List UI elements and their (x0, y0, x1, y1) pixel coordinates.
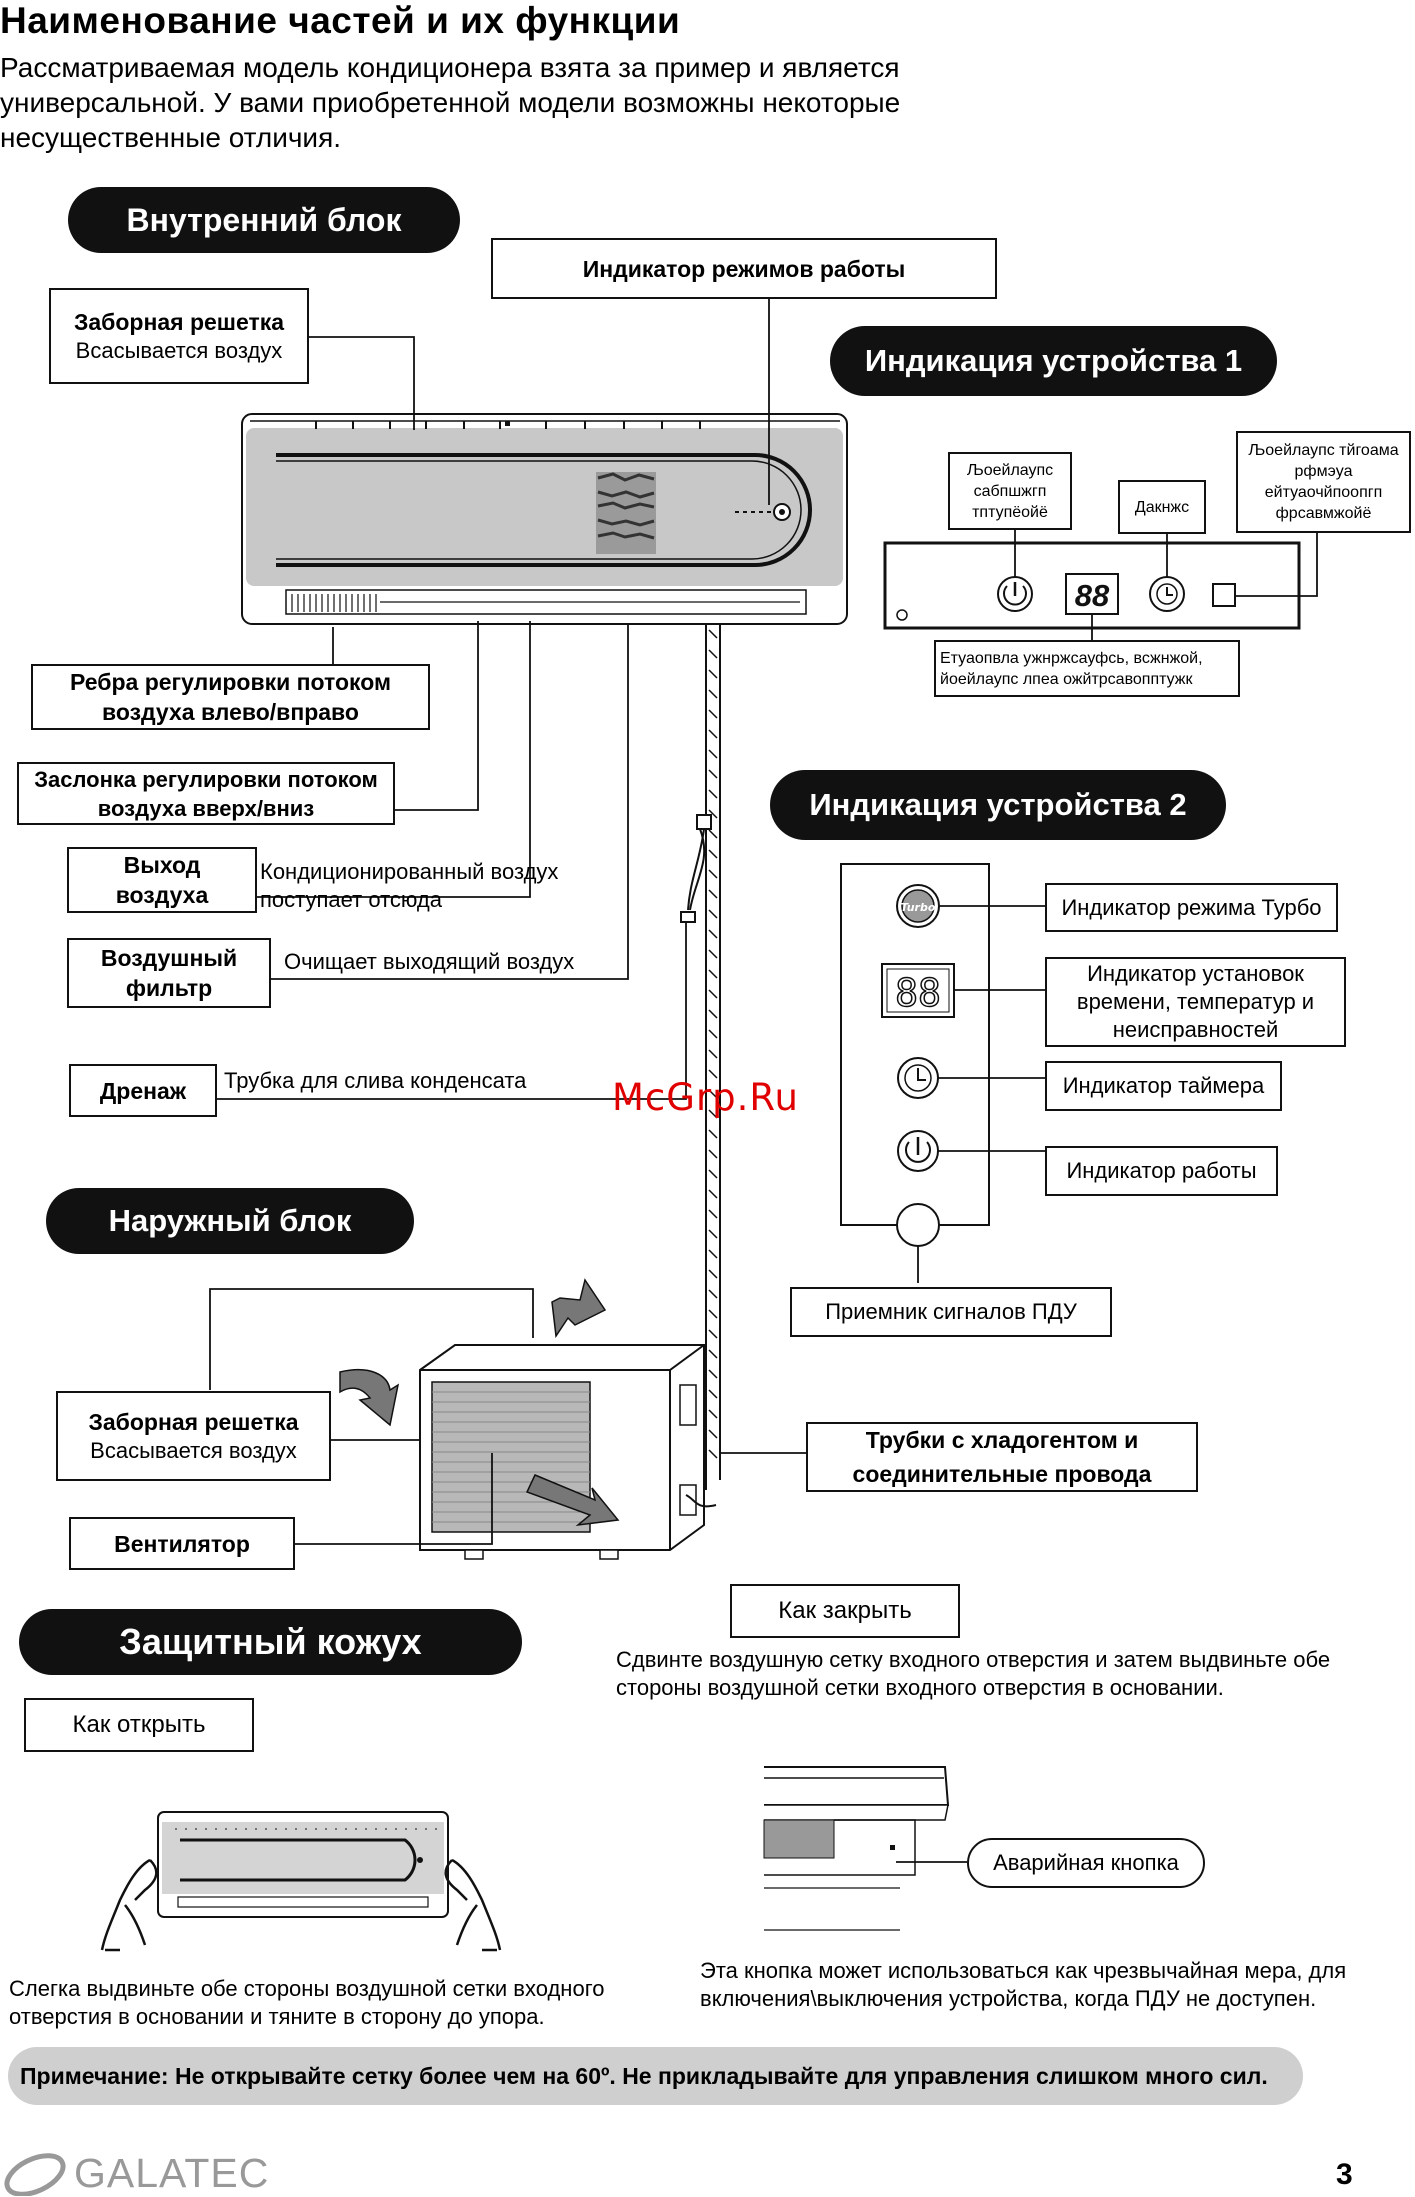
run-indicator-text: Индикатор работы (1066, 1158, 1257, 1183)
fan-label: Вентилятор (69, 1517, 295, 1570)
heading-outdoor-unit: Наружный блок (46, 1188, 414, 1254)
watermark: McGrp.Ru (612, 1076, 799, 1119)
heading-protective-cover: Защитный кожух (19, 1609, 522, 1675)
air-outlet-desc: Кондиционированный воздух поступает отсю… (260, 859, 559, 912)
drain-desc: Трубка для слива конденсата (224, 1068, 527, 1093)
refrigerant-pipe-illustration (680, 624, 721, 1490)
drain-title: Дренаж (99, 1077, 187, 1104)
display1-panel-illustration: 88 (883, 529, 1318, 641)
display1-label-right-text: Љоейлаупс тйгоама рфмэуа ейтуаочйпоопгп … (1248, 442, 1399, 522)
how-to-open-label: Как открыть (24, 1698, 254, 1752)
display1-digits: 88 (1075, 578, 1110, 613)
setting-indicator-label: Индикатор установок времени, температур … (1045, 957, 1346, 1047)
indoor-intake-grille-desc: Всасывается воздух (75, 338, 283, 363)
note-bar: Примечание: Не открывайте сетку более че… (8, 2047, 1303, 2105)
emergency-button-text: Аварийная кнопка (993, 1850, 1179, 1875)
how-to-close-text: Как закрыть (778, 1597, 912, 1624)
drain-label: Дренаж (69, 1064, 217, 1117)
mode-indicator-label: Индикатор режимов работы (491, 238, 997, 299)
air-filter-title: Воздушный фильтр (100, 945, 238, 1001)
how-to-close-desc: Сдвинте воздушную сетку входного отверст… (616, 1647, 1331, 1700)
air-outlet-title: Выход воздуха (115, 852, 209, 908)
turbo-icon: Turbo (901, 901, 936, 914)
outdoor-unit-illustration (339, 1278, 717, 1560)
turbo-indicator-label: Индикатор режима Турбо (1045, 883, 1338, 932)
brand-name: GALATEC (74, 2150, 270, 2196)
remote-receiver-text: Приемник сигналов ПДУ (825, 1299, 1077, 1324)
display1-label-left-text: Љоейлаупс сабпшжгп тптупёойё (966, 461, 1054, 521)
outdoor-intake-grille-desc: Всасывается воздух (90, 1438, 297, 1463)
indoor-unit-illustration (241, 413, 848, 625)
display1-label-bottom-text: Етуаопвла ужнржсауфсь, всжнжой, йоейлауп… (940, 649, 1203, 688)
run-indicator-label: Индикатор работы (1045, 1146, 1278, 1196)
intro-text: Рассматриваемая модель кондиционера взят… (0, 52, 901, 153)
outdoor-intake-grille-title: Заборная решетка (88, 1409, 299, 1435)
display1-label-mid-text: Дакнжс (1134, 498, 1190, 516)
mode-indicator-text: Индикатор режимов работы (582, 255, 906, 282)
display2-digits: 88 (895, 971, 941, 1015)
remote-receiver-label: Приемник сигналов ПДУ (790, 1287, 1112, 1337)
outdoor-leader-lines (209, 1288, 806, 1545)
how-to-close-label: Как закрыть (730, 1584, 960, 1638)
fan-text: Вентилятор (114, 1530, 250, 1557)
timer-indicator-label: Индикатор таймера (1045, 1061, 1282, 1111)
display1-label-left: Љоейлаупс сабпшжгп тптупёойё (948, 452, 1072, 530)
air-filter-desc: Очищает выходящий воздух (284, 949, 575, 974)
flap-ud-text: Заслонка регулировки потоком воздуха вве… (34, 766, 378, 821)
indoor-leader-lines (217, 299, 770, 1100)
pipes-label: Трубки с хладогентом и соединительные пр… (806, 1422, 1198, 1492)
how-to-open-desc: Слегка выдвиньте обе стороны воздушной с… (9, 1976, 605, 2029)
display1-label-bottom: Етуаопвла ужнржсауфсь, всжнжой, йоейлауп… (934, 640, 1240, 697)
heading-display-2: Индикация устройства 2 (770, 770, 1226, 840)
outdoor-intake-grille-label: Заборная решетка Всасывается воздух (56, 1391, 331, 1481)
display2-panel-illustration: Turbo 88 (840, 863, 1045, 1283)
indoor-intake-grille-label: Заборная решетка Всасывается воздух (49, 288, 309, 384)
emergency-button-label: Аварийная кнопка (967, 1838, 1205, 1888)
how-to-open-text: Как открыть (72, 1711, 206, 1738)
setting-indicator-text: Индикатор установок времени, температур … (1076, 961, 1315, 1042)
emergency-button-illustration (763, 1766, 967, 1931)
air-filter-label: Воздушный фильтр (67, 938, 271, 1008)
display1-label-right: Љоейлаупс тйгоама рфмэуа ейтуаочйпоопгп … (1236, 431, 1411, 533)
turbo-indicator-text: Индикатор режима Турбо (1061, 894, 1322, 920)
page-number: 3 (1336, 2158, 1353, 2191)
display1-label-mid: Дакнжс (1118, 480, 1206, 534)
note-text: Примечание: Не открывайте сетку более че… (20, 2062, 1268, 2089)
louvers-lr-text: Ребра регулировки потоком воздуха влево/… (70, 669, 391, 725)
page-title: Наименование частей и их функции (0, 0, 681, 41)
flap-ud-label: Заслонка регулировки потоком воздуха вве… (17, 762, 395, 825)
indoor-intake-grille-title: Заборная решетка (73, 309, 285, 335)
cover-open-illustration (100, 1811, 502, 1952)
heading-display-1: Индикация устройства 1 (830, 326, 1277, 396)
air-outlet-label: Выход воздуха (67, 847, 257, 913)
heading-indoor-unit: Внутренний блок (68, 187, 460, 253)
pipes-text: Трубки с хладогентом и соединительные пр… (852, 1427, 1152, 1487)
timer-indicator-text: Индикатор таймера (1062, 1073, 1265, 1098)
louvers-lr-label: Ребра регулировки потоком воздуха влево/… (31, 664, 430, 730)
emergency-button-desc: Эта кнопка может использоваться как чрез… (700, 1958, 1347, 2011)
galatec-logo (4, 2153, 66, 2196)
